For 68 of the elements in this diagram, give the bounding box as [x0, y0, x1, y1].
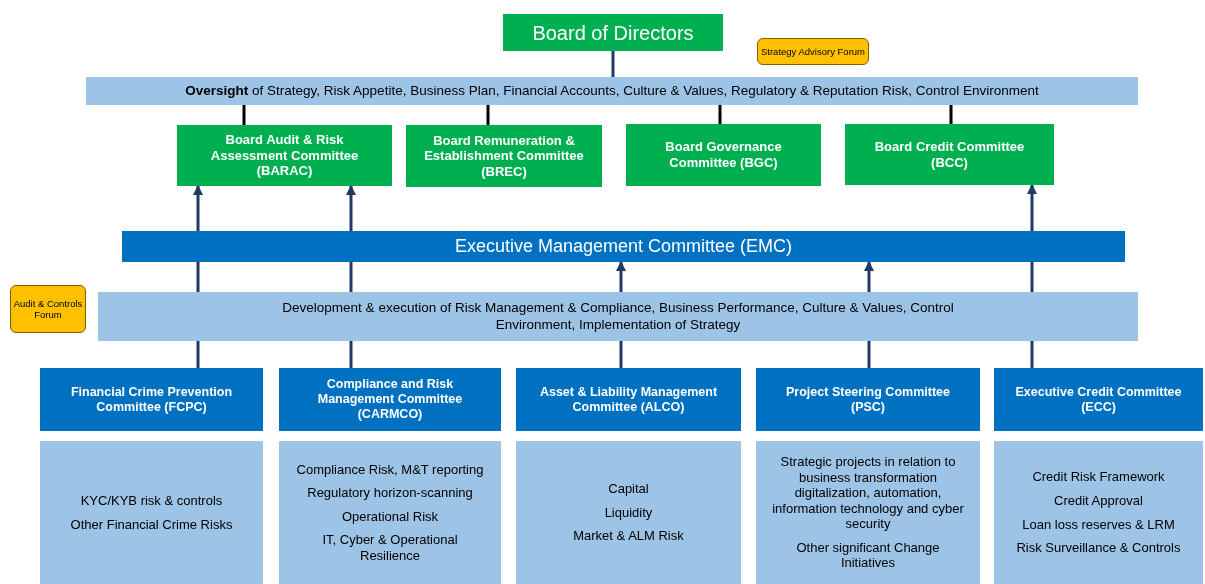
committee-box	[40, 368, 263, 431]
box-title: Board of Directors	[532, 20, 694, 45]
committee-box	[177, 125, 392, 186]
item-text: KYC/KYB risk & controls	[80, 492, 223, 509]
committee-box	[279, 368, 501, 431]
connector-line	[349, 341, 353, 368]
item-text: Market & ALM Risk	[573, 528, 684, 544]
item-text: Loan loss reserves & LRM	[1022, 516, 1175, 533]
connector-line	[1030, 341, 1034, 368]
item-text: Strategic projects in relation to business transformation digitalization, automation, information technology and cyber security	[771, 453, 965, 532]
connector-line	[949, 105, 953, 124]
scope-band	[98, 292, 1138, 341]
arrow	[615, 260, 627, 292]
executive-committee-band	[122, 231, 1125, 262]
committee-box	[756, 368, 980, 431]
connector-line	[242, 105, 246, 125]
box-title: Board Governance Committee (BGC)	[664, 139, 783, 171]
box-title: Executive Credit Committee (ECC)	[1014, 384, 1183, 415]
box-title: Asset & Liability Management Committee (ALCO)	[538, 384, 719, 415]
arrow	[192, 184, 204, 231]
box-title: Board Audit & Risk Assessment Committee (BARAC)	[209, 132, 360, 179]
badge-text: Strategy Advisory Forum	[761, 45, 865, 58]
committee-box	[845, 124, 1054, 185]
arrow	[863, 260, 875, 292]
responsibility-panel	[279, 441, 501, 584]
band-text: Development & execution of Risk Management & Compliance, Business Performance, Culture & Values, Control Environment, Implementation of Strategy	[281, 300, 955, 333]
connector-line	[867, 341, 871, 368]
connector-line	[1030, 262, 1034, 292]
responsibility-panel	[516, 441, 741, 584]
connector-line	[611, 51, 615, 77]
box-title: Financial Crime Prevention Committee (FCPC)	[69, 384, 234, 415]
band-title: Executive Management Committee (EMC)	[454, 235, 793, 258]
item-text: Capital	[608, 481, 649, 497]
responsibility-panel	[994, 441, 1203, 584]
connector-line	[619, 341, 623, 368]
item-text: Other significant Change Initiatives	[795, 539, 941, 572]
item-text: Regulatory horizon-scanning	[307, 485, 473, 501]
box-title: Compliance and Risk Management Committee (CARMCO)	[316, 377, 464, 422]
committee-box	[994, 368, 1203, 431]
item-text: Other Financial Crime Risks	[70, 516, 233, 533]
forum-badge	[757, 38, 869, 65]
connector-line	[718, 105, 722, 124]
item-text: Credit Risk Framework	[1032, 469, 1165, 485]
item-text: Compliance Risk, M&T reporting	[296, 461, 484, 478]
committee-box	[406, 125, 602, 187]
connector-line	[349, 262, 353, 292]
band-text: Oversight of Strategy, Risk Appetite, Business Plan, Financial Accounts, Culture & Values, Regulatory & Reputation Risk, Control Environment	[185, 82, 1039, 100]
item-text: IT, Cyber & Operational Resilience	[321, 532, 459, 564]
connector-line	[196, 262, 200, 292]
item-text: Operational Risk	[341, 508, 439, 525]
badge-text: Audit & Controls Forum	[12, 297, 84, 321]
arrow	[345, 184, 357, 231]
connector-line	[196, 341, 200, 368]
board-box	[503, 14, 723, 51]
committee-box	[516, 368, 741, 431]
arrow	[1026, 183, 1038, 231]
item-text: Credit Approval	[1054, 492, 1143, 509]
oversight-band	[86, 77, 1138, 105]
box-title: Project Steering Committee (PSC)	[785, 384, 951, 415]
responsibility-panel	[756, 441, 980, 584]
committee-box	[626, 124, 821, 186]
responsibility-panel	[40, 441, 263, 584]
box-title: Board Remuneration & Establishment Committee (BREC)	[423, 132, 585, 180]
connector-line	[486, 105, 490, 125]
box-title: Board Credit Committee (BCC)	[873, 138, 1026, 171]
forum-badge	[10, 285, 86, 333]
item-text: Risk Surveillance & Controls	[1016, 540, 1181, 556]
item-text: Liquidity	[604, 504, 653, 521]
